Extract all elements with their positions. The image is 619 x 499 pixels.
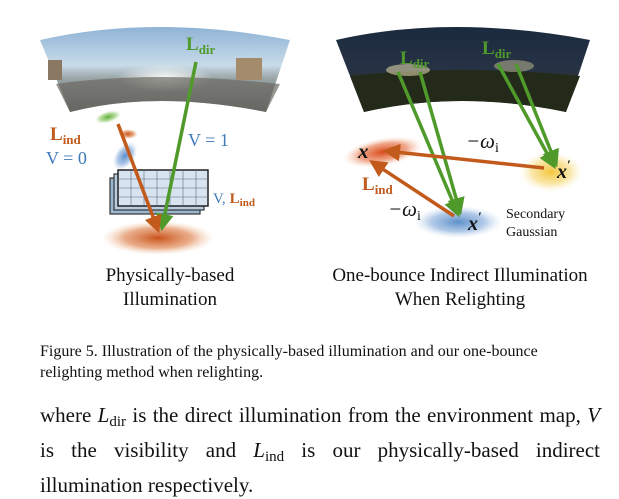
neg-omega-label-top: −ωi: [466, 129, 499, 156]
v-one-label: V = 1: [188, 130, 229, 150]
body-text-part-1: where: [40, 403, 92, 427]
secondary-gaussian-label-1: Secondary: [506, 207, 565, 222]
v-zero-label: V = 0: [46, 148, 87, 168]
building-icon: [48, 60, 62, 80]
l-dir-arrow-2: [418, 71, 465, 216]
grid-label: V,Lind: [213, 191, 255, 209]
l-dir-label-right-1: Ldir: [400, 48, 430, 71]
right-panel: Ldir Ldir x x′ x′ −ωi −ωi Lind Secondary…: [336, 27, 590, 240]
l-ind-label-right: Lind: [362, 174, 394, 197]
l-ind-arrow-left: [116, 123, 162, 234]
bounce-arrow-top: [382, 143, 545, 170]
horizon-trees-right: [350, 70, 580, 112]
gaussian-grid-icon: [109, 169, 209, 215]
secondary-gaussian-label-2: Gaussian: [506, 225, 557, 240]
gaussian-green-small: [94, 110, 122, 124]
figure-5-illustration: Ldir Lind V = 0 V = 1 V,Lind Ldir Ldir x…: [40, 27, 590, 255]
gaussian-x-prime-bottom: [414, 206, 502, 238]
l-dir-arrow-4: [514, 63, 559, 168]
math-l-ind: Lind: [253, 438, 285, 465]
horizon-ground-left: [56, 77, 280, 112]
right-panel-caption: One-bounce Indirect Illumination When Re…: [300, 264, 619, 312]
gaussian-x: [343, 136, 423, 168]
bounce-arrow-bottom: [369, 160, 455, 218]
gaussian-x-prime-right: [519, 152, 583, 192]
x-prime-right: x′: [556, 157, 571, 183]
body-text-part-3: is the visibility and: [40, 438, 237, 462]
body-text-part-4: is our physically-based indirect illumin…: [40, 438, 601, 497]
body-paragraph: where Ldir is the direct illumination fr…: [40, 401, 600, 499]
right-caption-line-2: When Relighting: [394, 289, 526, 310]
gaussian-orange-target: [102, 221, 214, 255]
left-caption-line-2: Illumination: [123, 289, 217, 310]
figure-caption-text: Illustration of the physically-based ill…: [40, 343, 538, 381]
l-ind-label-left: Lind: [50, 124, 82, 147]
figure-caption-label: Figure 5.: [40, 343, 98, 360]
body-text-part-2: is the direct illumination from the envi…: [132, 403, 581, 427]
left-panel-caption: Physically-based Illumination: [60, 264, 280, 312]
building-icon: [236, 58, 262, 80]
x-prime-bottom: x′: [467, 209, 482, 235]
math-v: V: [587, 403, 601, 427]
left-caption-line-1: Physically-based: [105, 265, 235, 286]
l-dir-label-right-2: Ldir: [482, 38, 512, 61]
x-label: x: [357, 139, 369, 163]
math-l-dir: Ldir: [97, 403, 127, 430]
l-dir-arrow-left: [156, 61, 198, 232]
figure-caption: Figure 5. Illustration of the physically…: [40, 341, 595, 383]
light-source-icon: [494, 60, 534, 72]
neg-omega-label-bottom: −ωi: [388, 197, 421, 224]
right-caption-line-1: One-bounce Indirect Illumination: [332, 265, 588, 286]
l-dir-label-left: Ldir: [186, 34, 216, 57]
l-dir-arrow-1: [396, 71, 461, 218]
left-panel: Ldir Lind V = 0 V = 1 V,Lind: [40, 27, 290, 255]
